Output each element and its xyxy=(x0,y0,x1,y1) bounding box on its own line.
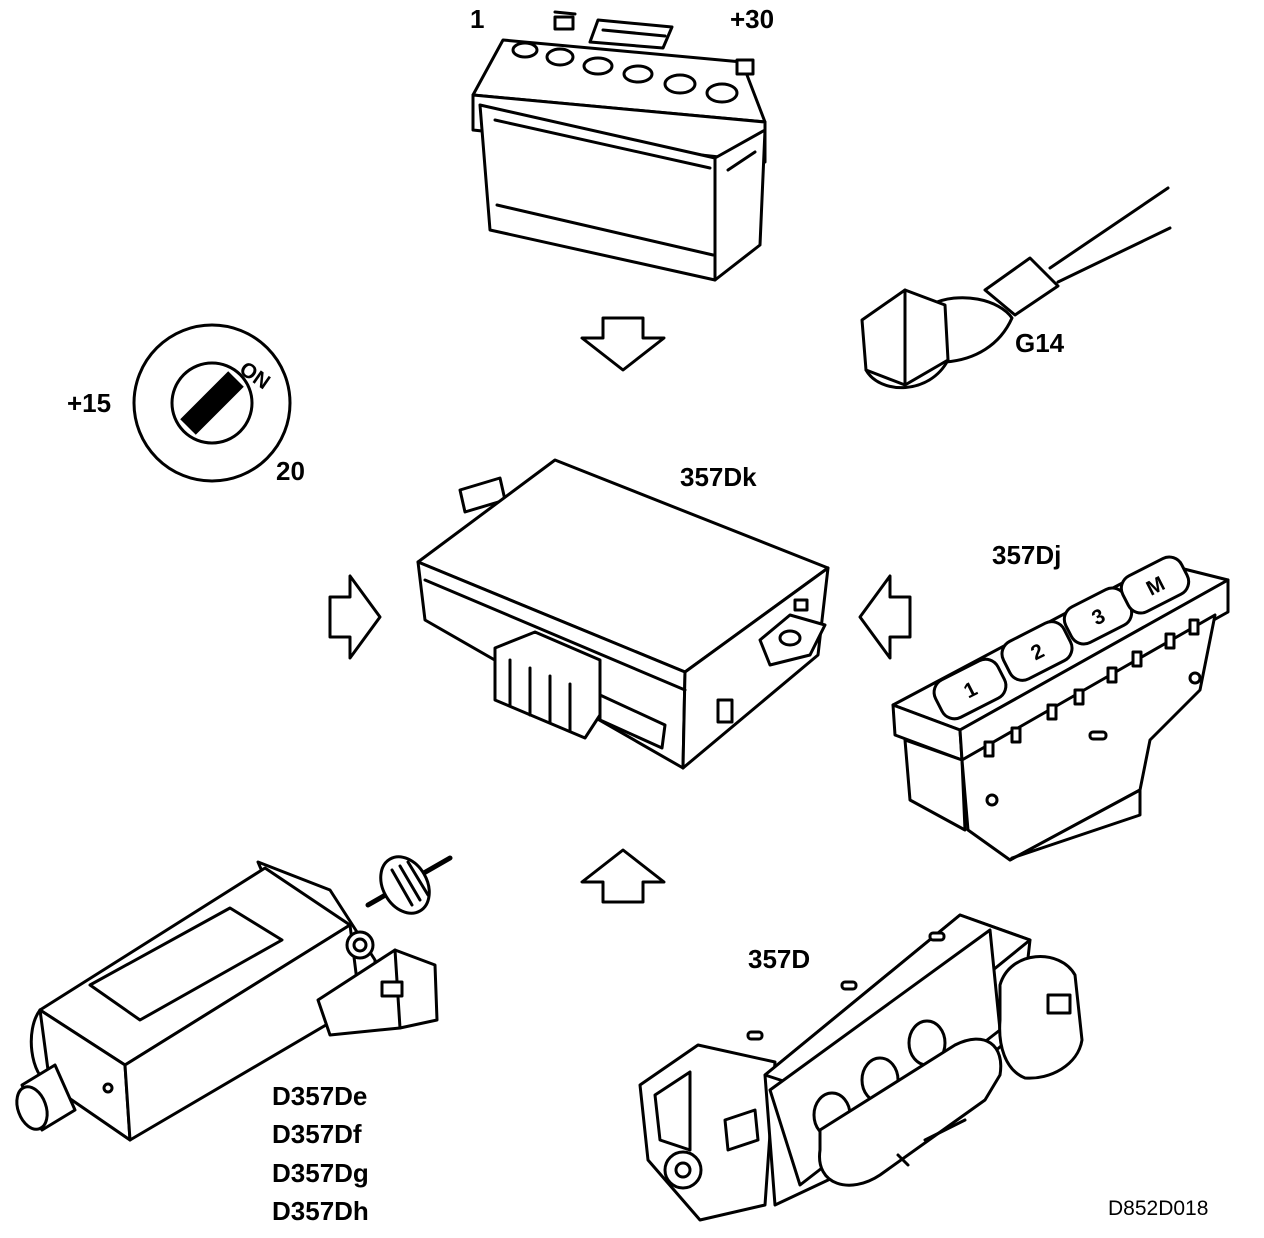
arrow-right xyxy=(328,574,382,660)
memory-button-1[interactable]: 1 xyxy=(929,654,1010,723)
arrow-up xyxy=(580,848,666,904)
ground-point-g14 xyxy=(860,186,1172,390)
control-module-label: 357Dk xyxy=(680,462,757,492)
memory-button-m[interactable]: M xyxy=(1117,552,1194,618)
seat-motor xyxy=(15,855,453,1142)
motor-label-2: D357Df xyxy=(272,1119,362,1149)
seat-switch xyxy=(638,913,1084,1222)
memory-switch: 1 2 3 M xyxy=(891,552,1230,862)
motor-label-3: D357Dg xyxy=(272,1158,369,1188)
battery xyxy=(471,10,767,282)
ignition-terminal-label: +15 xyxy=(67,388,111,418)
arrow-down xyxy=(580,316,666,372)
control-module xyxy=(416,458,830,770)
memory-switch-label: 357Dj xyxy=(992,540,1061,570)
ground-point-label: G14 xyxy=(1015,328,1065,358)
seat-switch-label: 357D xyxy=(748,944,810,974)
memory-button-2[interactable]: 2 xyxy=(997,617,1077,685)
drawing-reference: D852D018 xyxy=(1108,1197,1208,1220)
ignition-switch xyxy=(132,323,292,483)
arrow-left xyxy=(858,574,912,660)
motor-label-1: D357De xyxy=(272,1081,367,1111)
battery-positive-label: +30 xyxy=(730,4,774,34)
motor-label-4: D357Dh xyxy=(272,1196,369,1226)
ignition-switch-label: 20 xyxy=(276,456,305,486)
battery-negative-label: 1 xyxy=(470,4,484,34)
